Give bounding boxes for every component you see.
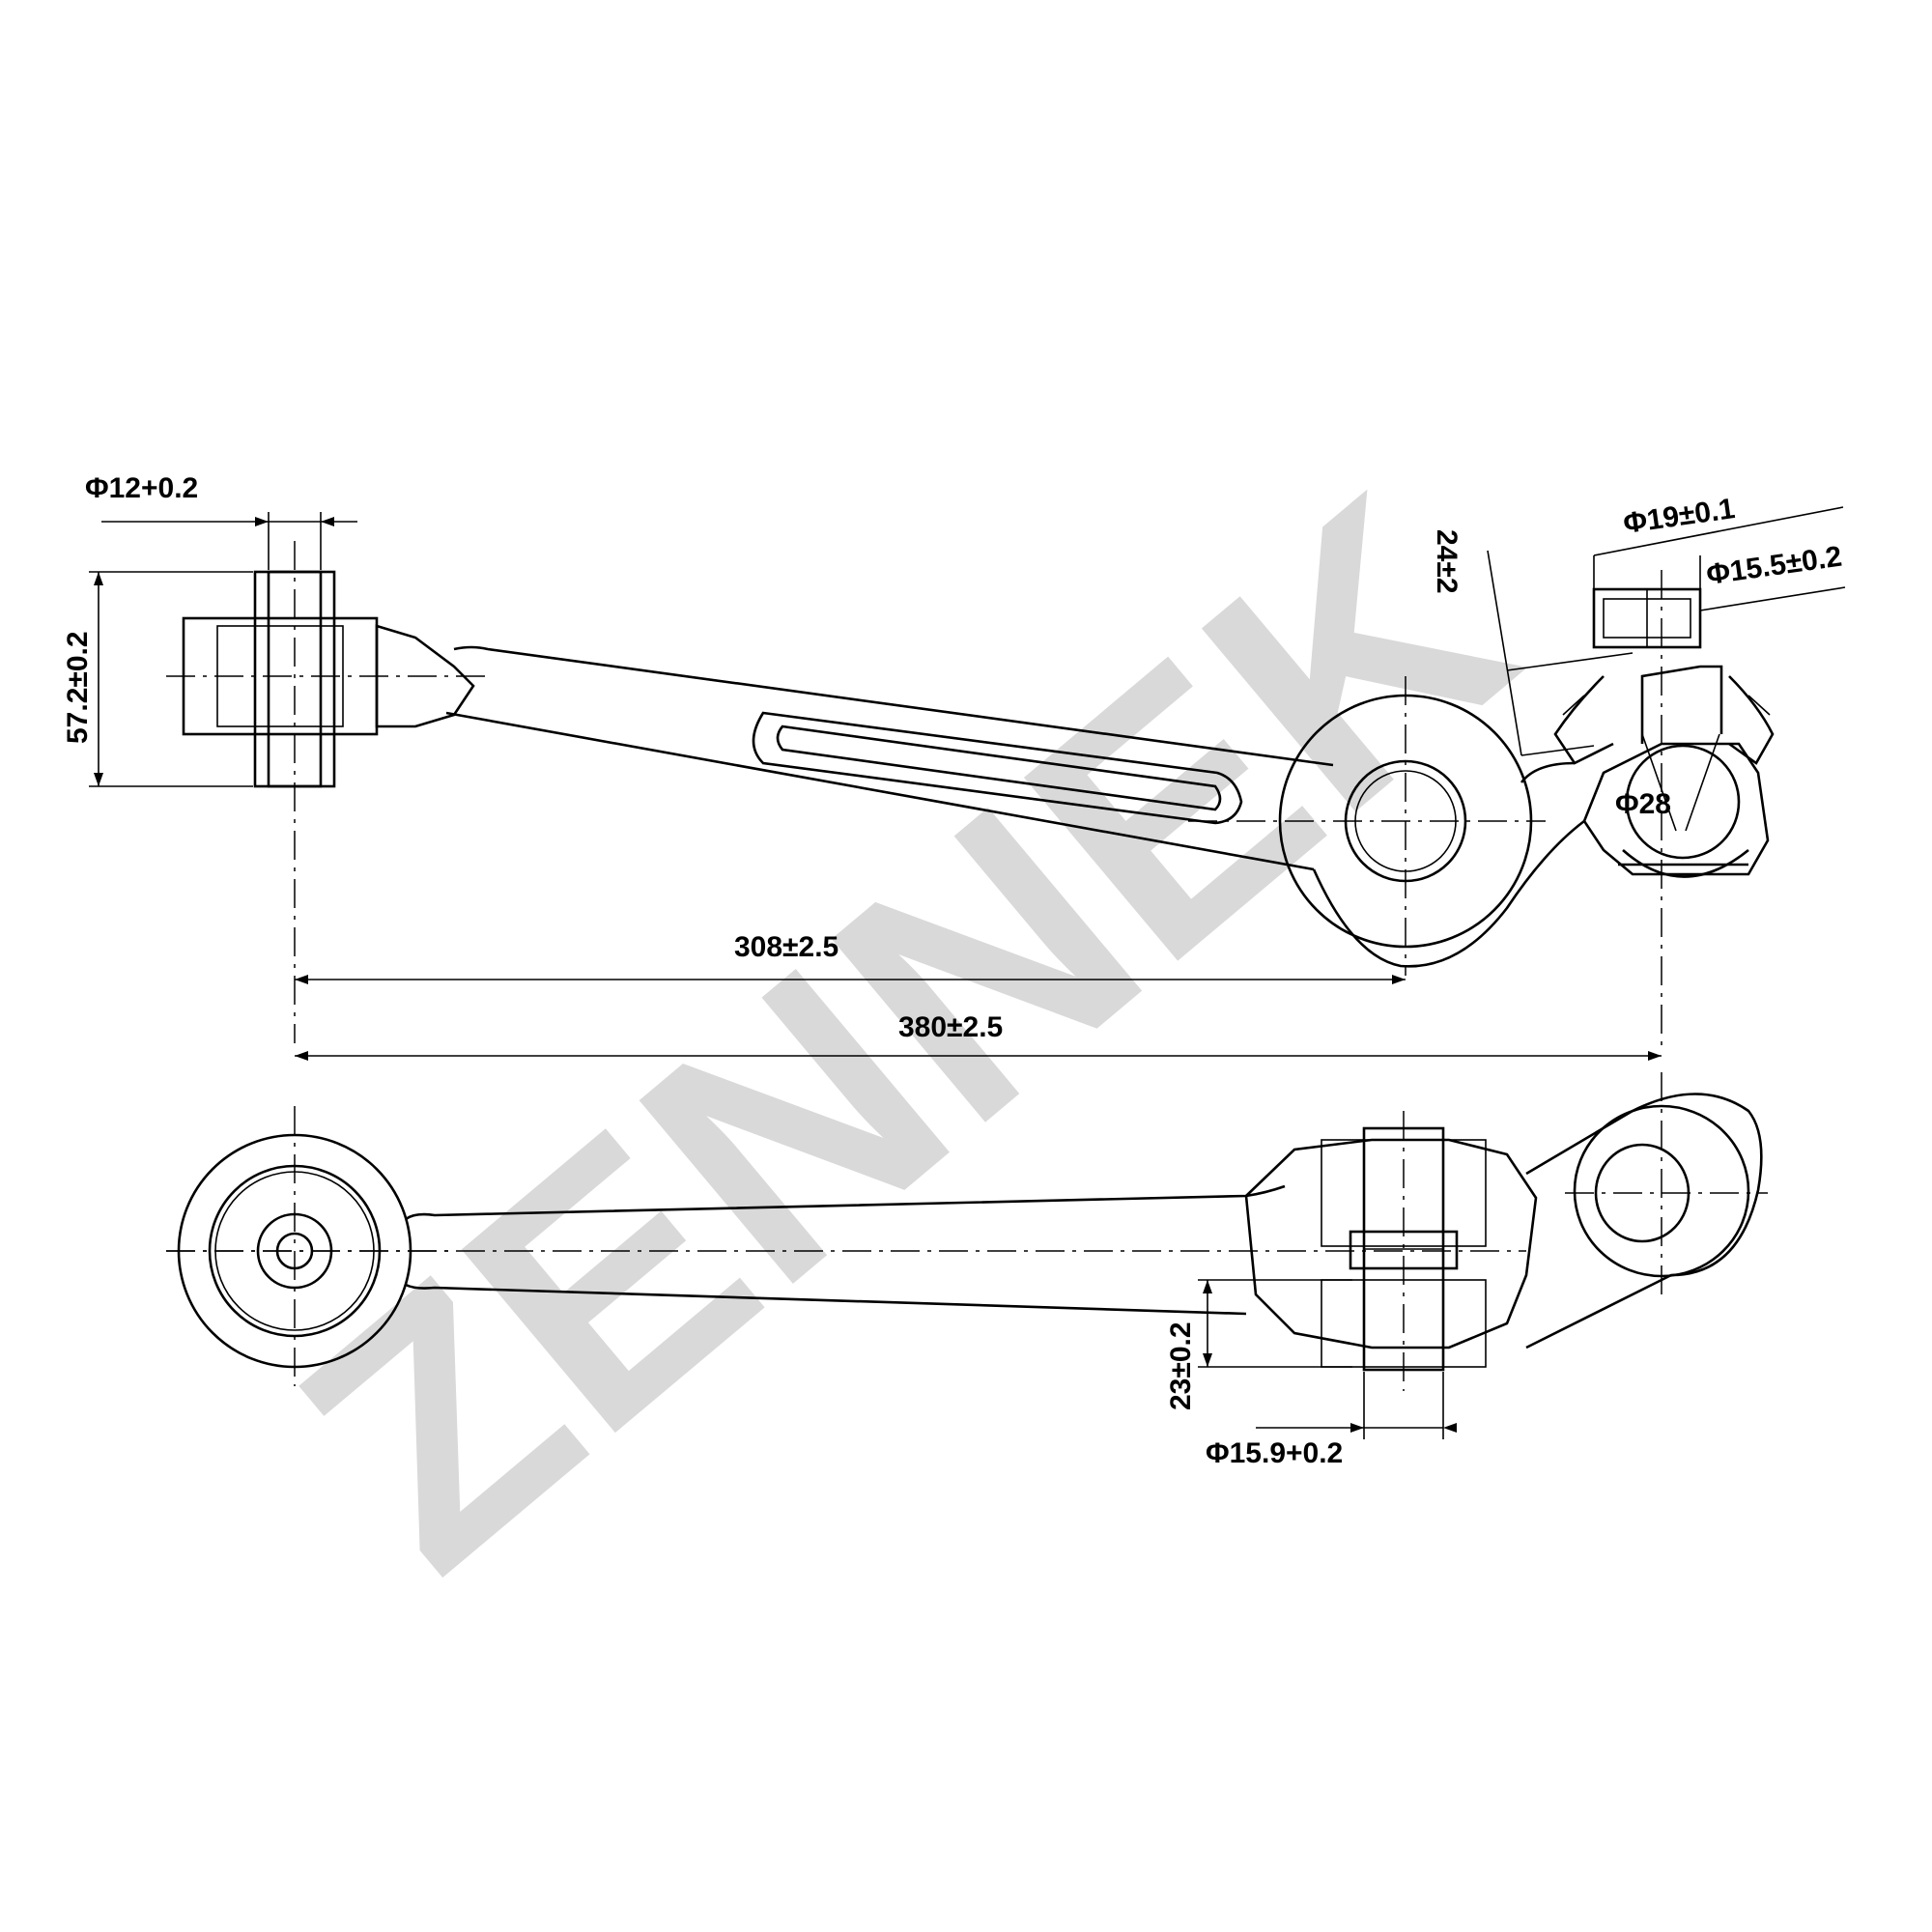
dim-bore-left-label: Φ12+0.2 (85, 472, 198, 504)
top-view: Φ12+0.2 57.2±0.2 308±2.5 380±2.5 24±2 (62, 472, 1846, 1061)
dim-span-308: 308±2.5 (295, 931, 1406, 984)
dim-ball-stud: Φ19±0.1 Φ15.5±0.2 (1593, 493, 1846, 611)
bushing-section (1244, 1111, 1538, 1391)
dim-ball-stud-outer-label: Φ19±0.1 (1621, 493, 1737, 540)
dim-bushing-offset: 23±0.2 (1165, 1279, 1352, 1410)
dim-bushing-bore: Φ15.9+0.2 (1206, 1372, 1457, 1469)
dim-stud-height-label: 24±2 (1431, 529, 1463, 594)
dim-height-left-label: 57.2±0.2 (62, 631, 94, 744)
dim-span-380-label: 380±2.5 (898, 1011, 1003, 1043)
dim-bushing-bore-label: Φ15.9+0.2 (1206, 1437, 1343, 1469)
bottom-arm-body (405, 1093, 1763, 1350)
dim-span-308-label: 308±2.5 (734, 931, 838, 963)
bottom-view: 23±0.2 Φ15.9+0.2 (166, 1072, 1768, 1469)
dim-span-380: 380±2.5 (295, 1011, 1662, 1061)
dim-ball-dia-label: Φ28 (1615, 788, 1671, 820)
right-eye (1565, 1072, 1768, 1294)
arm-body (445, 645, 1585, 968)
ball-joint-section (1553, 570, 1775, 1053)
dim-height-left: 57.2±0.2 (62, 571, 253, 787)
dim-bushing-offset-label: 23±0.2 (1165, 1321, 1197, 1410)
dim-ball-stud-inner-label: Φ15.5±0.2 (1704, 541, 1843, 591)
middle-eye (1188, 676, 1546, 976)
dim-stud-height: 24±2 (1431, 529, 1634, 756)
left-bushing-section (182, 570, 475, 788)
dim-bore-left: Φ12+0.2 (85, 472, 357, 570)
